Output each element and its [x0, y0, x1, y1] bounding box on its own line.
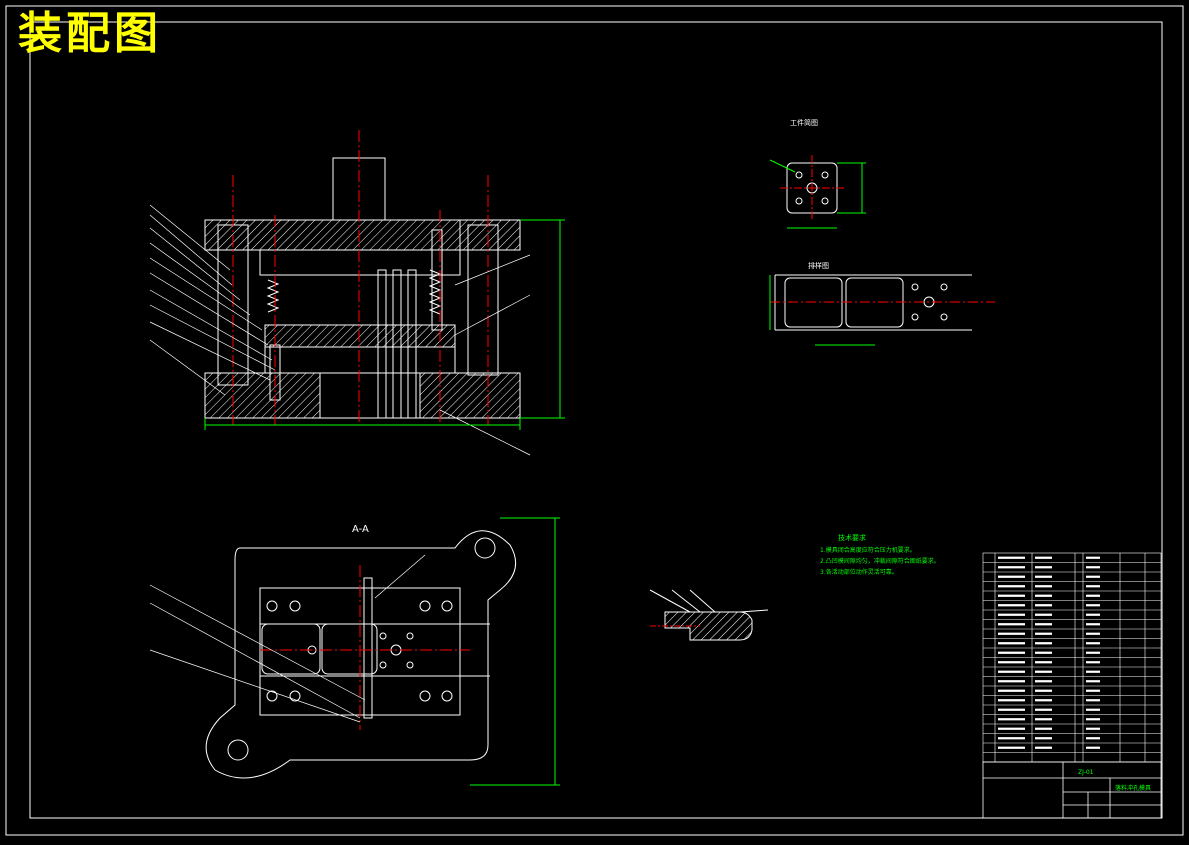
front-section-view [204, 157, 521, 419]
tech-req-title: 技术要求 [838, 533, 866, 542]
strip-label: 排样图 [808, 261, 829, 270]
strip-dimensions [769, 275, 875, 346]
workpiece-dimensions [769, 159, 866, 229]
parts-list [982, 552, 1162, 763]
front-leaders [149, 204, 531, 456]
tech-req-item: 3.各活动部位动作灵活可靠。 [820, 568, 898, 576]
page-title: 装配图 [18, 8, 162, 59]
plan-view [205, 530, 517, 779]
workpiece-centerlines [780, 155, 845, 220]
section-label: A-A [352, 524, 369, 535]
outer-border [5, 5, 1184, 836]
tech-req-item: 1.模具闭合高度应符合压力机要求。 [820, 546, 916, 554]
title-block-code: ZJ-01 [1078, 769, 1094, 776]
title-block [982, 761, 1162, 819]
plan-leaders [149, 554, 426, 723]
front-dimensions [204, 219, 565, 430]
plan-dimensions [470, 517, 560, 786]
plan-centerlines [260, 565, 470, 730]
front-centerlines [232, 130, 489, 425]
workpiece-label: 工件简图 [790, 118, 818, 127]
tech-req-item: 2.凸凹模间隙均匀，冲裁间隙符合图纸要求。 [820, 557, 940, 565]
inner-border [29, 21, 1163, 819]
partial-detail-view [649, 589, 769, 641]
title-block-name: 落料冲孔模具 [1115, 784, 1151, 792]
